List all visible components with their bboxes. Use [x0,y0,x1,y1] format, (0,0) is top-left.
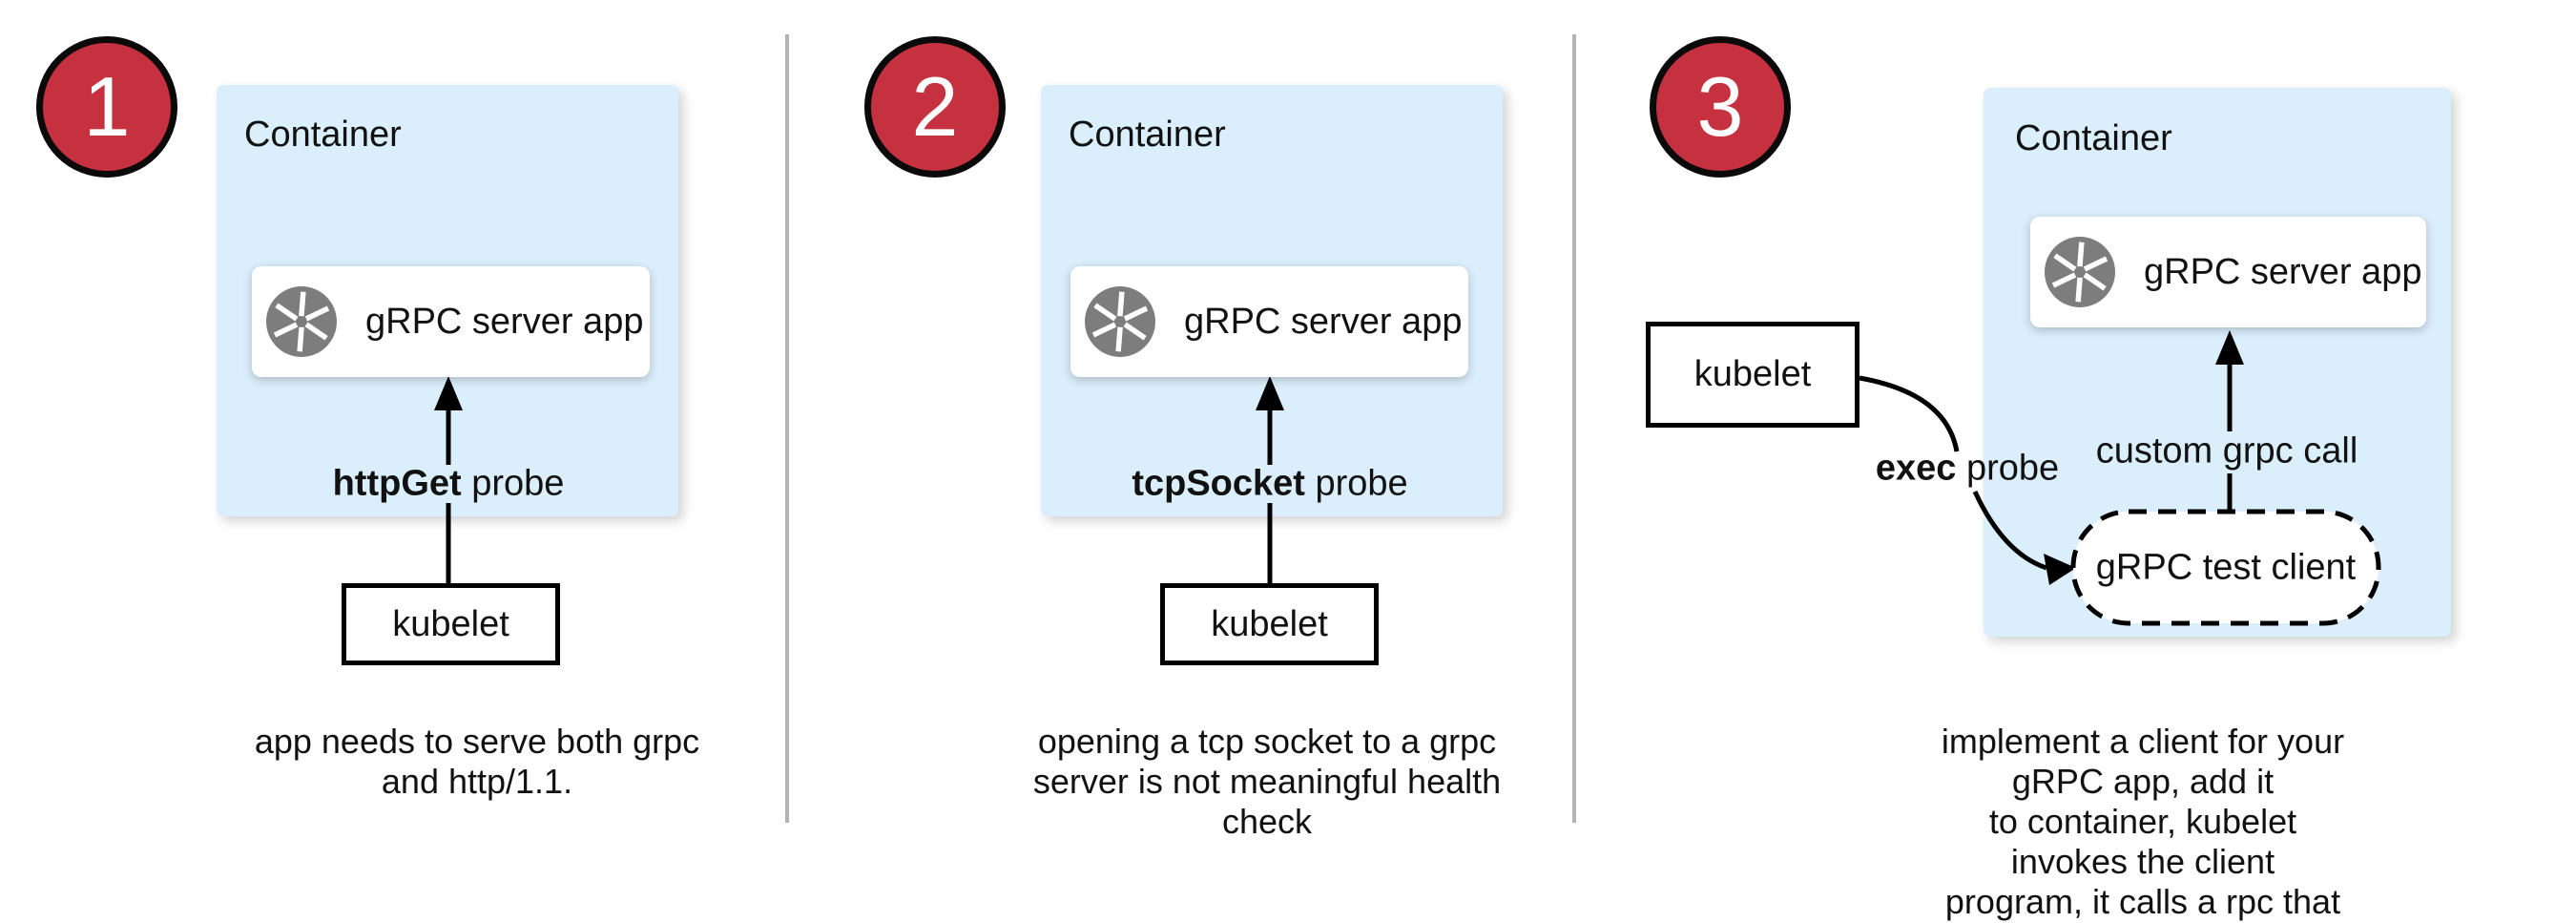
container-label: Container [1069,115,1226,155]
grpc-call-arrowhead [2215,330,2244,365]
kubelet-label: kubelet [392,603,509,644]
panel-caption-2: opening a tcp socket to a grpc server is… [1032,722,1502,841]
httpget-probe-label: httpGet probe [332,463,565,504]
probe-arrowhead-1 [434,376,463,410]
grpc-server-app-label: gRPC server app [2144,251,2422,292]
kubelet-label: kubelet [1211,603,1328,644]
panel-divider [785,34,789,823]
kubelet-box: kubelet [1646,322,1859,428]
step-number: 1 [83,59,131,154]
tcpsocket-probe-label: tcpSocket probe [1132,463,1408,504]
step-badge-2: 2 [864,36,1006,178]
step-number: 2 [911,59,959,154]
custom-grpc-call-label: custom grpc call [2095,430,2358,472]
step-number: 3 [1696,59,1744,154]
exec-curve-lower [1972,490,2047,571]
grpc-test-client-label: gRPC test client [2095,547,2357,588]
grpc-server-app-box: gRPC server app [252,266,650,377]
exec-arrowhead [2044,554,2076,585]
kubelet-label: kubelet [1693,354,1812,394]
aperture-icon [2045,237,2115,307]
kubelet-box: kubelet [342,583,560,665]
grpc-server-app-label: gRPC server app [1184,301,1463,342]
aperture-icon [1085,286,1155,357]
grpc-server-app-box: gRPC server app [1070,266,1468,377]
step-badge-1: 1 [36,36,177,178]
panel-caption-1: app needs to serve both grpc and http/1.… [254,722,700,801]
container-label: Container [2015,118,2172,158]
panel-divider [1572,34,1576,823]
container-label: Container [244,115,402,155]
aperture-icon [266,286,337,357]
kubelet-box: kubelet [1160,583,1379,665]
grpc-test-client-shape [2070,509,2381,626]
panel-caption-3: implement a client for your gRPC app, ad… [1941,722,2345,923]
step-badge-3: 3 [1650,36,1791,178]
probe-arrowhead-2 [1256,376,1284,410]
grpc-server-app-box: gRPC server app [2030,217,2426,327]
exec-probe-label: exec probe [1875,448,2060,489]
exec-curve-upper [1859,375,1960,452]
grpc-server-app-label: gRPC server app [365,301,644,342]
